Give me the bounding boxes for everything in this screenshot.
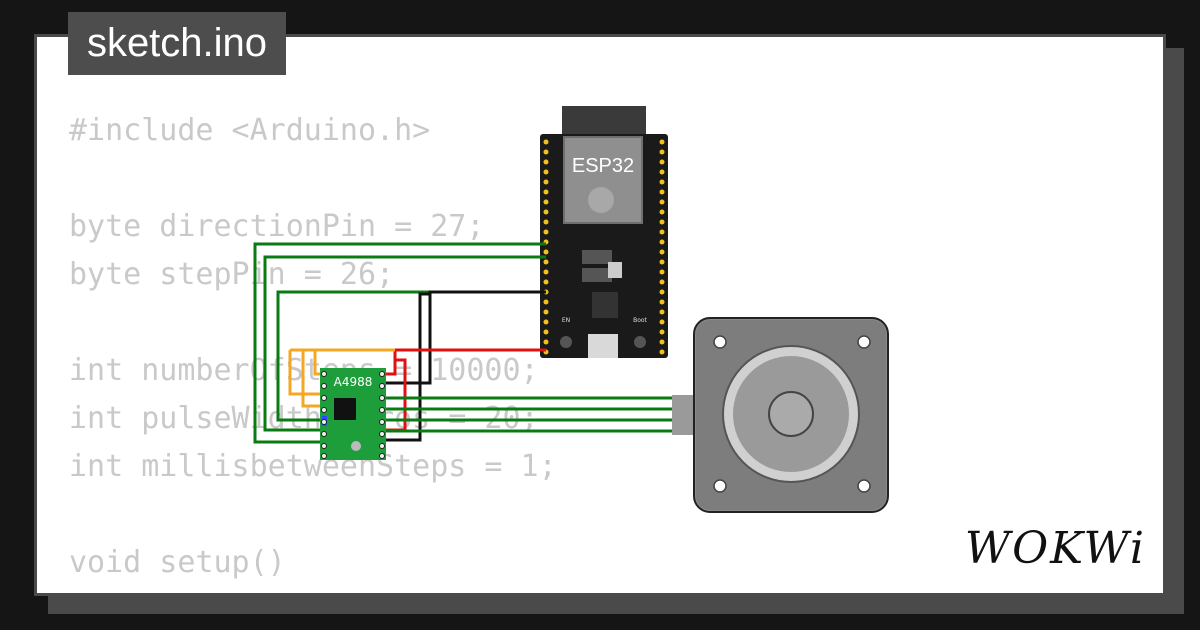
- en-button[interactable]: [560, 336, 572, 348]
- esp32-label: ESP32: [572, 155, 634, 177]
- wire-orange-3[interactable]: [313, 350, 322, 376]
- wire-orange-1[interactable]: [288, 350, 322, 396]
- espressif-logo-icon: [588, 187, 614, 213]
- wire-green-3[interactable]: [276, 290, 546, 422]
- wires: [253, 242, 672, 444]
- wokwi-logo: WOKWi: [964, 523, 1146, 574]
- code-line: int millisbetweenSteps = 1;: [69, 449, 557, 484]
- wire-vcc-1[interactable]: [383, 348, 546, 376]
- esp32-pin-header-left: [543, 139, 549, 355]
- motor-shaft: [768, 391, 814, 437]
- code-line: void setup(): [69, 545, 286, 580]
- code-line: byte directionPin = 27;: [69, 209, 485, 244]
- potentiometer[interactable]: [351, 441, 361, 451]
- a4988-label: A4988: [334, 375, 373, 389]
- wire-gnd-2[interactable]: [383, 292, 430, 442]
- wire-step[interactable]: [263, 255, 546, 432]
- boot-label: Boot: [633, 317, 647, 324]
- code-line: #include <Arduino.h>: [69, 113, 431, 148]
- boot-button[interactable]: [634, 336, 646, 348]
- a4988-driver[interactable]: A4988: [320, 368, 386, 460]
- esp32-board[interactable]: ESP32 Boot EN: [540, 106, 668, 358]
- usb-port: [588, 334, 618, 358]
- file-tab[interactable]: sketch.ino: [68, 12, 286, 75]
- driver-chip: [334, 398, 356, 420]
- wire-orange-2[interactable]: [301, 350, 322, 408]
- stepper-motor[interactable]: [672, 317, 889, 513]
- wire-direction[interactable]: [253, 242, 546, 444]
- wire-gnd-1[interactable]: [383, 290, 546, 385]
- en-label: EN: [562, 317, 570, 324]
- esp32-pin-header-right: [659, 139, 665, 355]
